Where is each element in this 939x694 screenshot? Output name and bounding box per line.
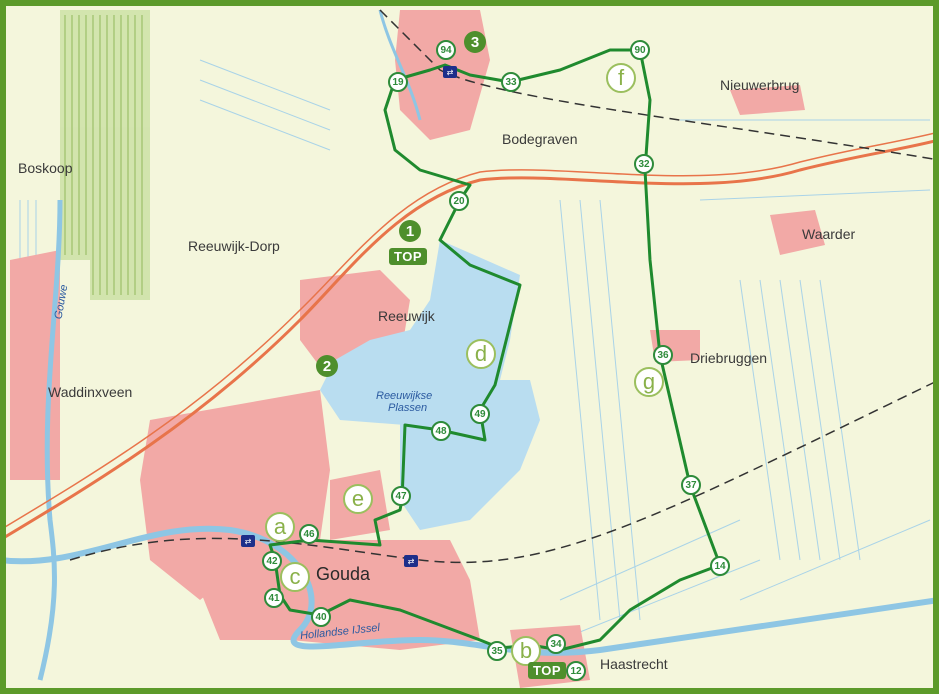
route-node[interactable]: 41	[264, 588, 284, 608]
poi-d[interactable]: d	[466, 339, 496, 369]
town-gouda: Gouda	[316, 564, 371, 584]
route-node[interactable]: 48	[431, 421, 451, 441]
town-reeuwijk: Reeuwijk	[378, 308, 435, 324]
town-boskoop: Boskoop	[18, 160, 73, 176]
top-badge[interactable]: TOP	[528, 662, 566, 679]
route-node[interactable]: 32	[634, 154, 654, 174]
route-node[interactable]: 42	[262, 551, 282, 571]
route-node[interactable]: 20	[449, 191, 469, 211]
route-node[interactable]: 94	[436, 40, 456, 60]
poi-f[interactable]: f	[606, 63, 636, 93]
route-node[interactable]: 49	[470, 404, 490, 424]
town-haastrecht: Haastrecht	[600, 656, 668, 672]
route-node[interactable]: 14	[710, 556, 730, 576]
water-label-plassen-1: Reeuwijkse	[376, 390, 433, 402]
route-node[interactable]: 19	[388, 72, 408, 92]
route-node[interactable]: 37	[681, 475, 701, 495]
train-station-icon: ⇄	[241, 535, 255, 547]
town-driebruggen: Driebruggen	[690, 350, 768, 366]
top-badge[interactable]: TOP	[389, 248, 427, 265]
train-station-icon: ⇄	[404, 555, 418, 567]
poi-g[interactable]: g	[634, 367, 664, 397]
route-node[interactable]: 12	[566, 661, 586, 681]
town-waddinxveen: Waddinxveen	[48, 384, 133, 400]
route-node[interactable]: 36	[653, 345, 673, 365]
train-station-icon: ⇄	[443, 66, 457, 78]
poi-e[interactable]: e	[343, 484, 373, 514]
poi-a[interactable]: a	[265, 512, 295, 542]
marker-2[interactable]: 2	[316, 355, 338, 377]
route-node[interactable]: 34	[546, 634, 566, 654]
town-waarder: Waarder	[802, 226, 856, 242]
poi-b[interactable]: b	[511, 636, 541, 666]
water-label-plassen-2: Plassen	[388, 402, 428, 414]
route-node[interactable]: 33	[501, 72, 521, 92]
poi-c[interactable]: c	[280, 562, 310, 592]
route-node[interactable]: 90	[630, 40, 650, 60]
marker-1[interactable]: 1	[399, 220, 421, 242]
route-node[interactable]: 35	[487, 641, 507, 661]
route-node[interactable]: 40	[311, 607, 331, 627]
town-reeuwijk-dorp: Reeuwijk-Dorp	[188, 238, 280, 254]
route-node[interactable]: 47	[391, 486, 411, 506]
town-nieuwerbrug: Nieuwerbrug	[720, 77, 800, 93]
route-node[interactable]: 46	[299, 524, 319, 544]
marker-3[interactable]: 3	[464, 31, 486, 53]
town-bodegraven: Bodegraven	[502, 131, 578, 147]
